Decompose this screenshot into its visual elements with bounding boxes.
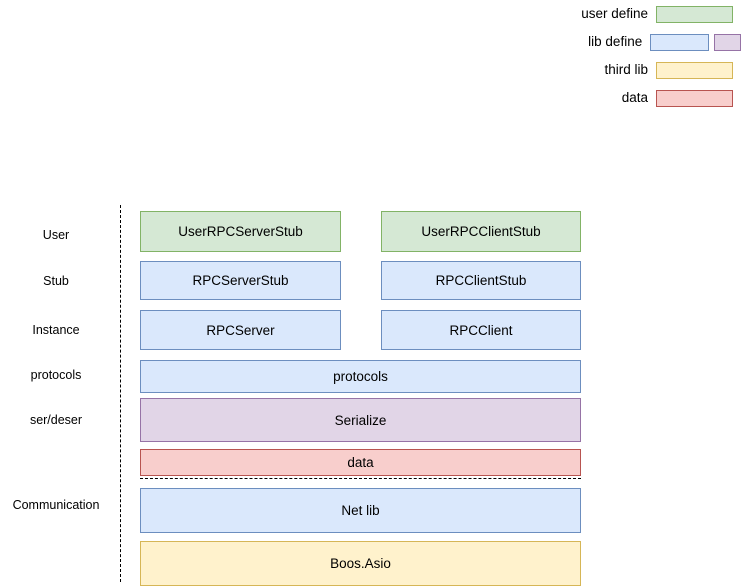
legend-label-user-define: user define	[581, 6, 648, 21]
legend-swatch-third-lib	[656, 61, 733, 79]
box-rpc-client-stub[interactable]: RPCClientStub	[381, 261, 581, 300]
legend-swatch-data	[656, 89, 733, 107]
legend-label-lib-define: lib define	[588, 34, 643, 49]
legend-swatch-lib-define-purple	[713, 33, 741, 51]
legend-row-lib-define: lib define	[430, 33, 741, 51]
box-user-rpc-client-stub[interactable]: UserRPCClientStub	[381, 211, 581, 252]
box-boos-asio[interactable]: Boos.Asio	[140, 541, 581, 586]
layer-label-instance: Instance	[32, 323, 80, 337]
box-data[interactable]: data	[140, 449, 581, 476]
box-rpc-server-stub[interactable]: RPCServerStub	[140, 261, 341, 300]
legend-row-third-lib: third lib	[430, 61, 741, 79]
box-user-rpc-server-stub[interactable]: UserRPCServerStub	[140, 211, 341, 252]
layer-label-stub: Stub	[43, 274, 69, 288]
box-protocols[interactable]: protocols	[140, 360, 581, 393]
box-rpc-client[interactable]: RPCClient	[381, 310, 581, 350]
legend: user define lib define third lib data	[430, 0, 741, 120]
layer-label-user: User	[42, 228, 70, 242]
legend-row-user-define: user define	[430, 5, 741, 23]
box-serialize[interactable]: Serialize	[140, 398, 581, 442]
box-rpc-server[interactable]: RPCServer	[140, 310, 341, 350]
vertical-dashed-divider	[120, 205, 121, 582]
legend-label-third-lib: third lib	[604, 62, 648, 77]
legend-label-data: data	[621, 90, 648, 105]
legend-row-data: data	[430, 89, 741, 107]
box-net-lib[interactable]: Net lib	[140, 488, 581, 533]
legend-swatch-lib-define-blue	[650, 33, 709, 51]
horizontal-dashed-divider	[140, 478, 581, 479]
layer-label-communication: Communication	[12, 498, 100, 512]
layer-label-ser-deser: ser/deser	[29, 413, 83, 427]
layer-label-protocols: protocols	[30, 368, 82, 382]
legend-swatch-user-define	[656, 5, 733, 23]
